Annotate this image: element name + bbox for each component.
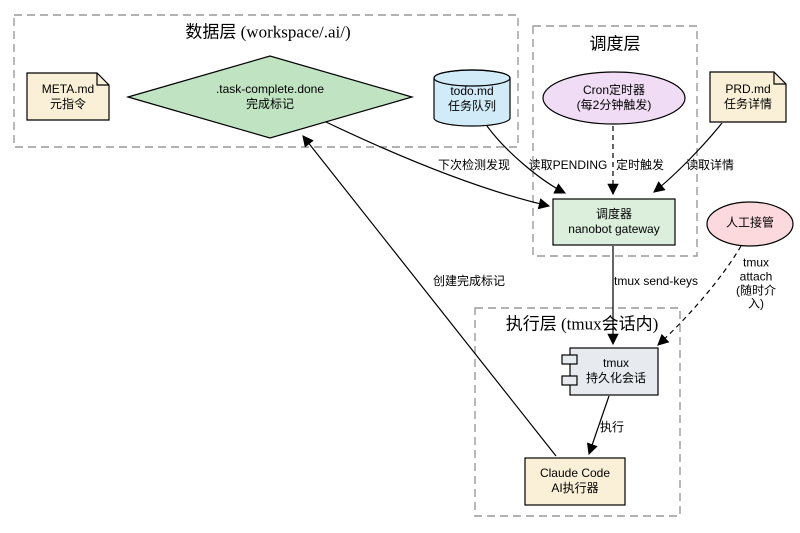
note-fold-icon	[96, 73, 109, 86]
node-cron-label: Cron定时器 (每2分钟触发)	[576, 83, 652, 112]
edge-label-read-pending: 读取PENDING	[528, 158, 608, 173]
note-shape	[26, 72, 110, 121]
component-tab-icon	[561, 375, 578, 386]
cluster-exec-layer	[474, 307, 681, 517]
node-human-shape	[706, 201, 794, 247]
node-scheduler-label: 调度器 nanobot gateway	[568, 207, 660, 236]
node-meta-shape	[26, 72, 110, 121]
node-tmux-label: tmux 持久化会话	[585, 356, 647, 385]
node-flag-shape	[125, 55, 415, 139]
cluster-sched-layer	[532, 25, 698, 257]
node-tmux-shape	[561, 347, 659, 396]
node-scheduler-shape	[552, 198, 676, 246]
edge-label-next-detect: 下次检测发现	[437, 158, 511, 173]
node-meta-label: META.md 元指令	[41, 82, 95, 111]
edge-label-timed-trigger: 定时触发	[615, 158, 665, 173]
edge-label-execute: 执行	[599, 420, 625, 435]
cluster-title-data-layer: 数据层 (workspace/.ai/)	[185, 22, 351, 42]
edge-label-tmux-attach: tmux attach (随时介入)	[736, 255, 776, 311]
node-claude-label: Claude Code AI执行器	[539, 466, 611, 495]
cluster-title-exec-layer: 执行层 (tmux会话内)	[505, 314, 659, 334]
edge-label-tmux-send-keys: tmux send-keys	[613, 274, 699, 289]
edge-flag-to-scheduler	[325, 121, 551, 210]
edge-prd-to-scheduler	[653, 122, 723, 193]
cluster-title-sched-layer: 调度层	[589, 34, 641, 54]
node-human-label: 人工接管	[725, 215, 775, 230]
node-prd-shape	[709, 71, 787, 123]
note-fold-icon	[773, 72, 786, 85]
node-flag-label: .task-complete.done 完成标记	[215, 82, 325, 111]
edge-claude-to-flag	[302, 135, 557, 457]
node-todo-shape	[433, 69, 511, 127]
component-body	[569, 347, 659, 396]
cluster-data-layer	[13, 14, 519, 148]
edge-tmux-to-claude	[586, 395, 610, 456]
edge-human-to-tmux	[657, 245, 742, 346]
component-tab-icon	[561, 354, 578, 365]
node-claude-shape	[524, 457, 626, 506]
node-cron-shape	[542, 71, 686, 125]
note-shape	[709, 71, 787, 123]
node-todo-label: todo.md 任务队列	[447, 84, 497, 113]
edge-label-create-flag: 创建完成标记	[432, 274, 506, 289]
edge-label-read-details: 读取详情	[685, 158, 735, 173]
edge-todo-to-scheduler	[486, 125, 567, 194]
cylinder-rim	[433, 69, 511, 87]
node-prd-label: PRD.md 任务详情	[723, 82, 773, 111]
